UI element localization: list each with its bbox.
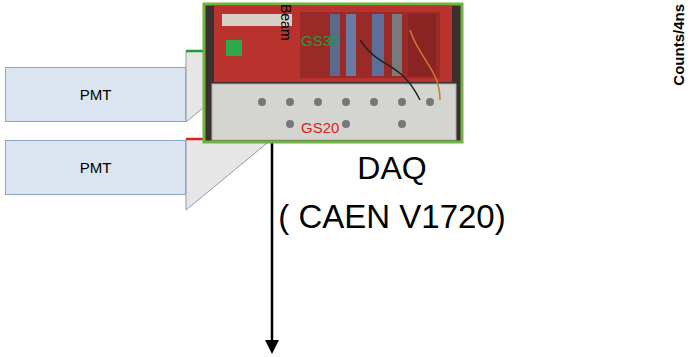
scintillator-label: GS20 <box>301 119 339 136</box>
pmt-label: PMT <box>80 86 112 103</box>
light-guide <box>186 139 272 210</box>
axis-title: Counts/4ns <box>670 4 687 86</box>
pmt-box: PMT <box>5 67 186 122</box>
beam-arrowhead <box>265 340 279 354</box>
scintillator-label: GS30 <box>301 32 339 49</box>
pmt-box: PMT <box>5 140 186 195</box>
beam-label: Beam <box>278 4 294 41</box>
daq-photo <box>204 4 462 142</box>
pmt-label: PMT <box>80 159 112 176</box>
daq-label: DAQ <box>357 150 426 187</box>
daq-model-label: ( CAEN V1720) <box>278 198 505 236</box>
